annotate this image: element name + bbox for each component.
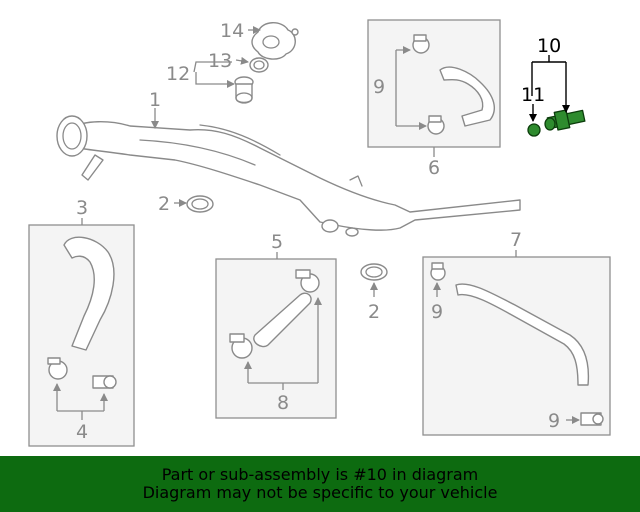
callout-4: 4 [76, 421, 88, 443]
o-ring-part-13[interactable] [249, 57, 269, 73]
callout-7: 7 [510, 229, 522, 251]
clamp-part-box3-right[interactable] [92, 375, 117, 389]
callout-3: 3 [76, 197, 88, 219]
clamp-part-9-box6-top[interactable] [412, 34, 430, 54]
clamp-part-9-box7-bottom[interactable] [580, 412, 604, 426]
flange-part-14[interactable] [251, 22, 299, 60]
callout-2-upper: 2 [158, 193, 170, 215]
hose-part-7[interactable] [455, 283, 590, 386]
gasket-part-2-upper[interactable] [186, 195, 214, 213]
hose-part-5[interactable] [253, 292, 312, 348]
o-ring-inner-13 [253, 60, 265, 70]
callout-14: 14 [220, 20, 244, 42]
fitting-part-12[interactable] [234, 76, 254, 104]
callout-9-box6: 9 [373, 76, 385, 98]
hose-part-6[interactable] [439, 66, 496, 127]
callout-12: 12 [166, 63, 190, 85]
parts-diagram: 1 14 13 12 2 2 6 9 3 4 5 8 7 9 9 10 11 [28, 19, 611, 447]
callout-11-highlighted: 11 [521, 84, 545, 106]
callout-9-box7-bottom: 9 [548, 410, 560, 432]
part-info-banner: Part or sub-assembly is #10 in diagram D… [0, 456, 640, 512]
callout-9-box7-top: 9 [431, 301, 443, 323]
callout-5: 5 [271, 231, 283, 253]
banner-line-part-number: Part or sub-assembly is #10 in diagram [161, 465, 479, 484]
callout-2-lower: 2 [368, 301, 380, 323]
hose-part-3[interactable] [63, 236, 115, 351]
clamp-part-9-box7-top[interactable] [430, 262, 446, 281]
clamp-part-box5-bottom[interactable] [229, 333, 253, 359]
water-pipe-part[interactable] [56, 115, 521, 237]
clamp-part-box3-left[interactable] [47, 357, 68, 380]
gasket-inner-2-lower [365, 266, 383, 278]
highlighted-sensor-part-10[interactable] [544, 109, 586, 131]
gasket-inner-2-upper [191, 198, 209, 210]
callout-13: 13 [208, 50, 232, 72]
callout-1: 1 [149, 89, 161, 111]
clamp-part-box5-top[interactable] [295, 269, 320, 293]
callout-8: 8 [277, 392, 289, 414]
clamp-part-9-box6-bottom[interactable] [427, 115, 445, 135]
highlighted-washer-part-11[interactable] [527, 123, 541, 137]
gasket-part-2-lower[interactable] [360, 263, 388, 281]
leader-lines [53, 26, 580, 424]
callout-10-highlighted: 10 [537, 35, 561, 57]
assembly-box-7 [422, 256, 611, 436]
banner-line-disclaimer: Diagram may not be specific to your vehi… [142, 483, 498, 502]
callout-6: 6 [428, 157, 440, 179]
